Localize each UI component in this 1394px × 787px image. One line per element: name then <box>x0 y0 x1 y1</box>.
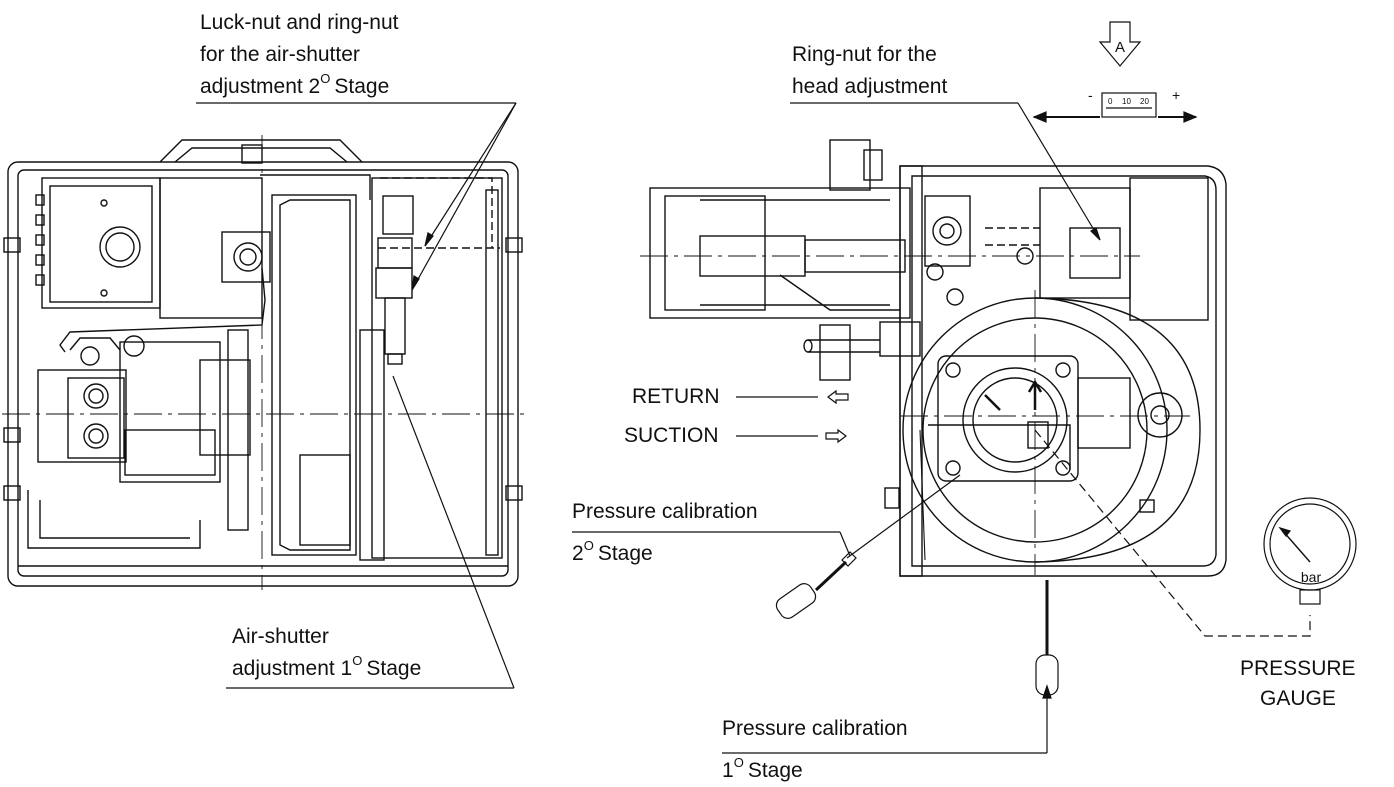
gauge-unit: bar <box>1301 569 1322 585</box>
label-luck-nut-degree: O <box>320 71 331 86</box>
label-ring-nut-line2: head adjustment <box>792 75 948 98</box>
label-pressure-gauge-line1: PRESSURE <box>1240 657 1356 680</box>
label-return: RETURN <box>632 385 720 408</box>
label-air-shutter-text: adjustment 1 <box>232 657 353 680</box>
label-luck-nut-line2: for the air-shutter <box>200 43 360 66</box>
label-pressure-calibration-1-line1: Pressure calibration <box>722 717 908 740</box>
label-luck-nut-line3-text: adjustment 2 <box>200 75 321 98</box>
label-suction: SUCTION <box>624 424 719 447</box>
label-pc1-stage: Stage <box>747 759 803 782</box>
view-arrow-a: A <box>1115 39 1125 56</box>
scale-tick-20: 20 <box>1140 97 1149 106</box>
label-luck-nut-stage: Stage <box>334 75 390 98</box>
scale-tick-0: 0 <box>1108 97 1113 106</box>
label-pc2-degree: O <box>583 538 594 553</box>
scale-tick-10: 10 <box>1122 97 1131 106</box>
label-pressure-gauge-line2: GAUGE <box>1260 687 1336 710</box>
left-burner-view <box>2 135 525 590</box>
scale-minus: - <box>1088 87 1093 103</box>
label-pc1-degree: O <box>733 755 744 770</box>
label-air-shutter-degree: O <box>352 653 363 668</box>
label-pc2-stage: Stage <box>597 542 653 565</box>
label-air-shutter-stage: Stage <box>366 657 422 680</box>
label-air-shutter-line1: Air-shutter <box>232 625 329 648</box>
label-luck-nut-line1: Luck-nut and ring-nut <box>200 11 399 34</box>
label-ring-nut-line1: Ring-nut for the <box>792 43 937 66</box>
label-pc1-stage-number: 1 <box>722 759 734 782</box>
label-pressure-calibration-2-line1: Pressure calibration <box>572 500 758 523</box>
right-burner-view <box>640 139 1227 577</box>
label-pc2-stage-number: 2 <box>572 542 584 565</box>
left-leader-lines <box>196 102 517 689</box>
right-leader-lines <box>572 21 1357 754</box>
scale-plus: + <box>1172 87 1181 103</box>
